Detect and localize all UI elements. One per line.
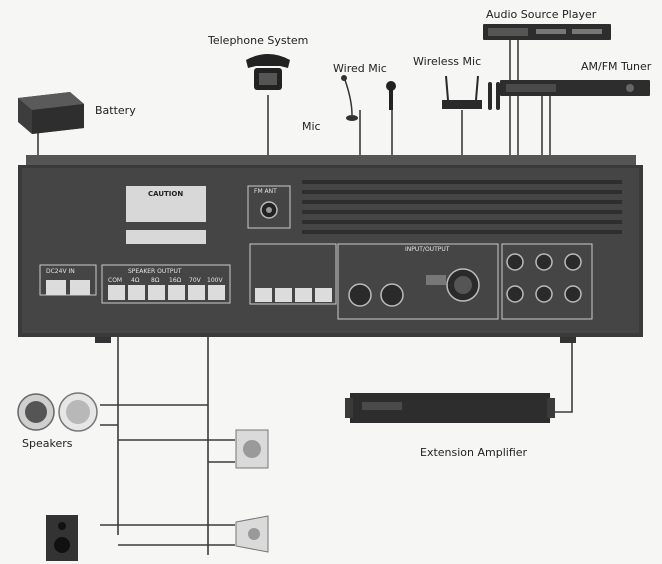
ceiling-speaker-2 (58, 392, 98, 432)
telephone-device (246, 54, 290, 90)
fm-ant-text: FM ANT (254, 188, 277, 195)
handheld-mic-device (386, 81, 396, 110)
am-fm-tuner-device (500, 80, 650, 96)
battery-label: Battery (95, 104, 136, 117)
dc-in-text: DC24V IN (46, 268, 75, 275)
ohm4-text: 4Ω (131, 277, 140, 284)
ohm8-text: 8Ω (151, 277, 160, 284)
wireless-mic-label: Wireless Mic (413, 55, 482, 68)
speakers-label: Speakers (22, 437, 73, 450)
panel-text: CAUTION DC24V IN SPEAKER OUTPUT COM 4Ω 8… (46, 188, 450, 284)
speaker-output-text: SPEAKER OUTPUT (128, 268, 182, 275)
com-text: COM (108, 277, 122, 284)
wall-speaker-1 (235, 429, 269, 469)
am-fm-tuner-label: AM/FM Tuner (581, 60, 652, 73)
v100-text: 100V (207, 277, 223, 284)
amplifier-rear-panel (18, 155, 643, 343)
wired-mic-label: Wired Mic (333, 62, 387, 75)
box-speaker (46, 515, 78, 561)
battery-device (18, 92, 84, 134)
audio-source-player-device (483, 24, 611, 40)
extension-amplifier-label: Extension Amplifier (420, 446, 528, 459)
caution-text: CAUTION (148, 190, 183, 198)
extension-amplifier-device (345, 393, 555, 423)
ohm16-text: 16Ω (169, 277, 182, 284)
mic-label: Mic (302, 120, 321, 133)
audio-source-player-label: Audio Source Player (486, 8, 597, 21)
wireless-mic-device (442, 75, 500, 110)
telephone-system-label: Telephone System (208, 34, 309, 47)
input-output-text: INPUT/OUTPUT (405, 246, 450, 253)
wired-mic-device (341, 75, 358, 121)
ceiling-speaker-1 (17, 393, 55, 431)
v70-text: 70V (189, 277, 202, 284)
horn-speaker (235, 515, 269, 553)
